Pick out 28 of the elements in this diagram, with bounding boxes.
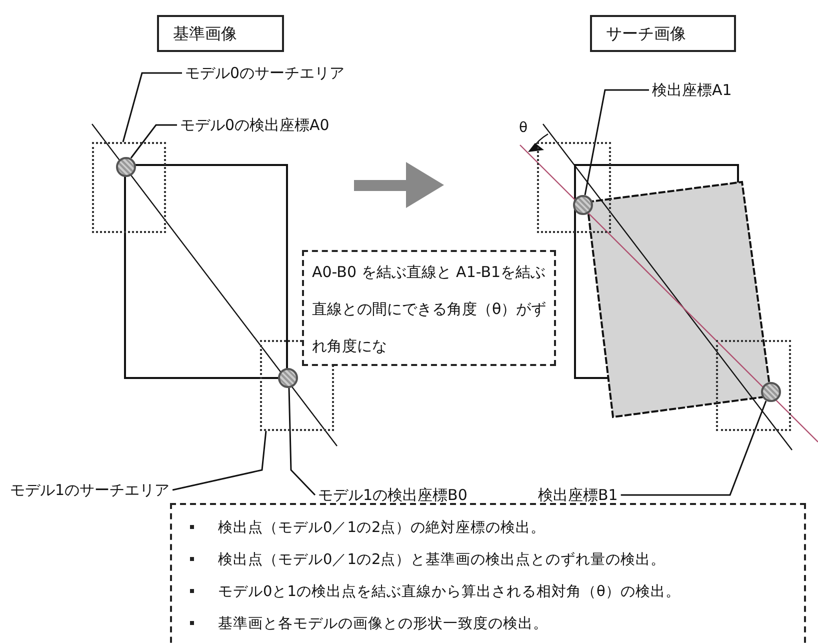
list-item-text: モデル0と1の検出点を結ぶ直線から算出される相対角（θ）の検出。 — [218, 582, 680, 600]
detection-point — [761, 382, 781, 402]
title-box: サーチ画像 — [590, 15, 736, 52]
angle-label: θ — [519, 119, 528, 138]
list-item-text: 検出点（モデル0／1の2点）の絶対座標の検出。 — [218, 518, 546, 536]
callout-text: モデル1の検出座標B0 — [318, 485, 468, 505]
search-area — [537, 142, 611, 233]
callout-text: モデル1のサーチエリア — [10, 480, 170, 500]
detection-point — [278, 368, 298, 388]
leader-line — [288, 388, 316, 496]
title-box: 基準画像 — [157, 15, 284, 52]
callout-text: 検出座標B1 — [538, 485, 618, 505]
detection-point — [116, 157, 136, 177]
leader-line — [122, 72, 182, 142]
leader-line — [130, 124, 177, 158]
search-area — [716, 340, 791, 431]
note-box — [170, 503, 806, 643]
callout-text: モデル0のサーチエリア — [185, 63, 345, 83]
list-item-text: 検出点（モデル0／1の2点）と基準画の検出点とのずれ量の検出。 — [218, 550, 666, 568]
callout-text: モデル0の検出座標A0 — [180, 115, 330, 135]
leader-line — [620, 400, 767, 496]
leader-line — [584, 89, 649, 196]
callout-text: 検出座標A1 — [652, 80, 732, 100]
detection-point — [573, 195, 593, 215]
leader-line — [172, 430, 267, 491]
note-box: A0-B0 を結ぶ直線と A1-B1を結ぶ直線との間にできる角度（θ）がずれ角度にな — [302, 250, 556, 366]
search-area — [92, 142, 166, 233]
list-item-text: 基準画と各モデルの画像との形状一致度の検出。 — [218, 614, 548, 632]
